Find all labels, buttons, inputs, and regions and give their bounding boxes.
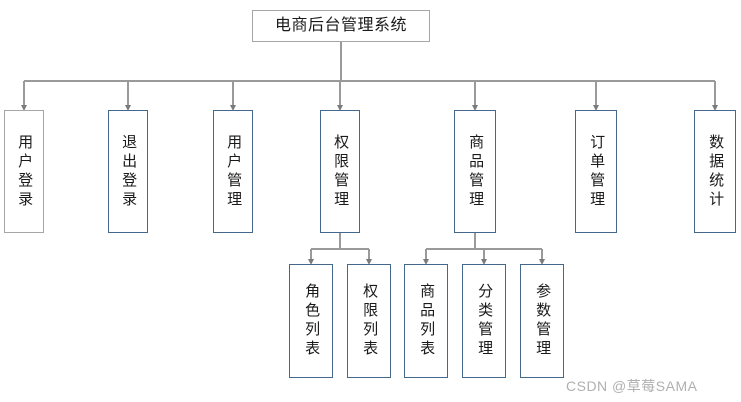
node-user-login[interactable]: 用户登录: [4, 110, 44, 233]
node-label: 退出登录: [120, 133, 138, 210]
node-root[interactable]: 电商后台管理系统: [252, 10, 430, 42]
watermark-text: CSDN @草莓SAMA: [566, 378, 698, 394]
node-product-manage[interactable]: 商品管理: [454, 110, 496, 233]
node-product-list[interactable]: 商品列表: [404, 264, 448, 378]
node-order-manage[interactable]: 订单管理: [575, 110, 617, 233]
node-category-manage[interactable]: 分类管理: [462, 264, 506, 378]
node-label: 角色列表: [303, 283, 321, 359]
node-perm-manage[interactable]: 权限管理: [320, 110, 360, 233]
node-data-stats[interactable]: 数据统计: [694, 110, 736, 233]
node-perm-list[interactable]: 权限列表: [347, 264, 391, 378]
node-user-logout[interactable]: 退出登录: [108, 110, 148, 233]
node-label: 商品管理: [467, 133, 485, 210]
node-user-manage[interactable]: 用户管理: [213, 110, 253, 233]
node-role-list[interactable]: 角色列表: [289, 264, 333, 378]
node-label: 用户登录: [16, 133, 34, 210]
node-label: 权限列表: [361, 283, 379, 359]
node-label: 权限管理: [332, 133, 350, 210]
node-param-manage[interactable]: 参数管理: [520, 264, 564, 378]
node-label: 电商后台管理系统: [274, 17, 407, 35]
node-label: 分类管理: [476, 283, 494, 359]
node-label: 订单管理: [588, 133, 606, 210]
node-label: 数据统计: [707, 133, 725, 210]
node-label: 参数管理: [534, 283, 552, 359]
node-label: 商品列表: [418, 283, 436, 359]
node-label: 用户管理: [225, 133, 243, 210]
